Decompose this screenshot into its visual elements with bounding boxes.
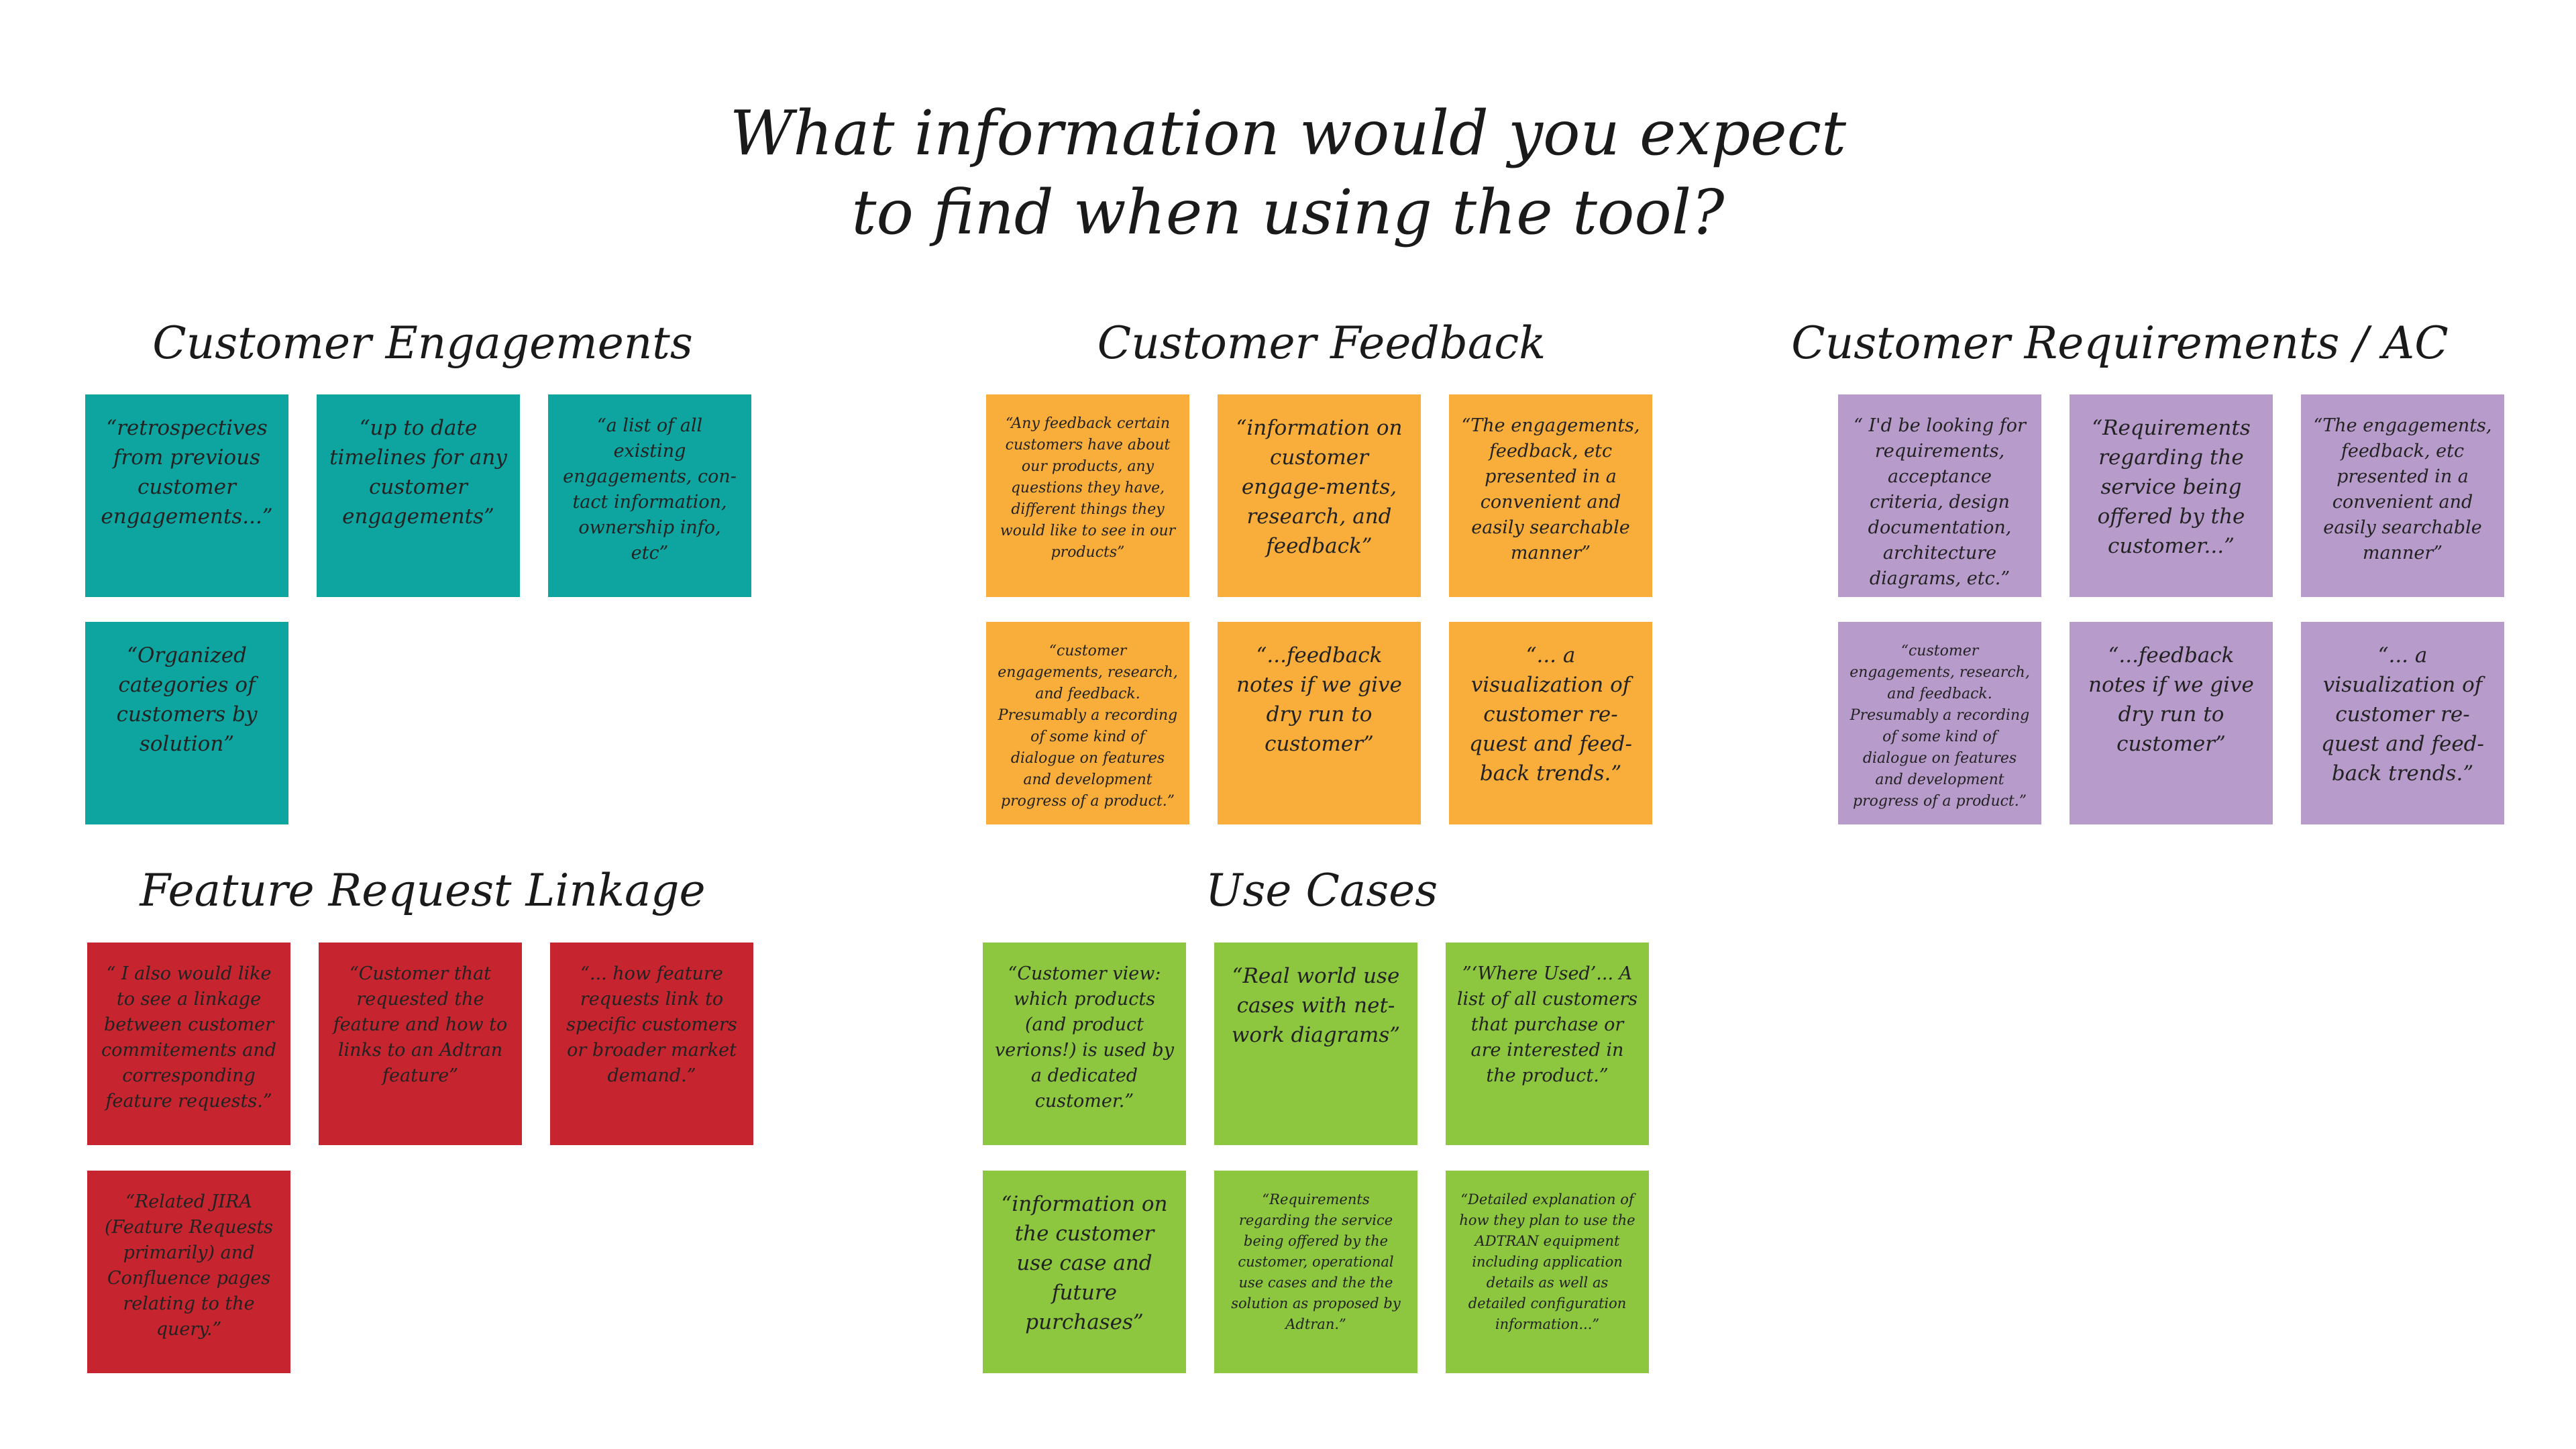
sticky-note-feature-request-3[interactable]: “... how feature requests link to specif… xyxy=(550,943,753,1145)
group-title-use-cases: Use Cases xyxy=(1205,865,1438,916)
group-title-customer-engagements: Customer Engagements xyxy=(152,317,693,369)
sticky-note-engagements-4[interactable]: “Organized categories of customers by so… xyxy=(85,622,288,824)
board-title-line-2: to find when using the tool? xyxy=(851,176,1725,248)
sticky-note-requirements-4[interactable]: “customer engagements, research, and fee… xyxy=(1838,622,2041,824)
sticky-note-use-cases-3[interactable]: ”‘Where Used’... A list of all customers… xyxy=(1446,943,1649,1145)
group-title-customer-requirements: Customer Requirements / AC xyxy=(1791,317,2449,369)
sticky-note-feedback-1[interactable]: “Any feedback certain customers have abo… xyxy=(986,394,1189,597)
board-title: What information would you expect to fin… xyxy=(617,94,1959,252)
sticky-note-feature-request-1[interactable]: “ I also would like to see a linkage bet… xyxy=(87,943,290,1145)
sticky-note-requirements-3[interactable]: “The engagements, feedback, etc presente… xyxy=(2301,394,2504,597)
sticky-note-requirements-2[interactable]: “Requirements regarding the service bein… xyxy=(2070,394,2273,597)
sticky-note-use-cases-6[interactable]: “Detailed explanation of how they plan t… xyxy=(1446,1171,1649,1373)
sticky-note-requirements-5[interactable]: “...feedback notes if we give dry run to… xyxy=(2070,622,2273,824)
sticky-note-feature-request-2[interactable]: “Customer that requested the feature and… xyxy=(319,943,522,1145)
sticky-note-feedback-5[interactable]: “...feedback notes if we give dry run to… xyxy=(1218,622,1421,824)
sticky-note-feedback-6[interactable]: “... a visualization of customer re-ques… xyxy=(1449,622,1652,824)
group-title-customer-feedback: Customer Feedback xyxy=(1097,317,1546,369)
sticky-note-feature-request-4[interactable]: “Related JIRA (Feature Requests primaril… xyxy=(87,1171,290,1373)
sticky-note-requirements-6[interactable]: “... a visualization of customer re-ques… xyxy=(2301,622,2504,824)
sticky-note-engagements-3[interactable]: “a list of all existing engagements, con… xyxy=(548,394,751,597)
sticky-note-feedback-2[interactable]: “information on customer engage-ments, r… xyxy=(1218,394,1421,597)
group-title-feature-request-linkage: Feature Request Linkage xyxy=(140,865,706,916)
sticky-note-feedback-3[interactable]: “The engagements, feedback, etc presente… xyxy=(1449,394,1652,597)
sticky-note-engagements-2[interactable]: “up to date timelines for any customer e… xyxy=(317,394,520,597)
sticky-note-engagements-1[interactable]: “retrospectives from previous customer e… xyxy=(85,394,288,597)
sticky-note-feedback-4[interactable]: “customer engagements, research, and fee… xyxy=(986,622,1189,824)
sticky-note-use-cases-5[interactable]: “Requirements regarding the service bein… xyxy=(1214,1171,1417,1373)
sticky-note-requirements-1[interactable]: “ I'd be looking for requirements, accep… xyxy=(1838,394,2041,597)
sticky-note-use-cases-2[interactable]: “Real world use cases with net-work diag… xyxy=(1214,943,1417,1145)
board-title-line-1: What information would you expect xyxy=(729,97,1847,169)
sticky-note-use-cases-1[interactable]: “Customer view: which products (and prod… xyxy=(983,943,1186,1145)
sticky-note-use-cases-4[interactable]: “information on the customer use case an… xyxy=(983,1171,1186,1373)
